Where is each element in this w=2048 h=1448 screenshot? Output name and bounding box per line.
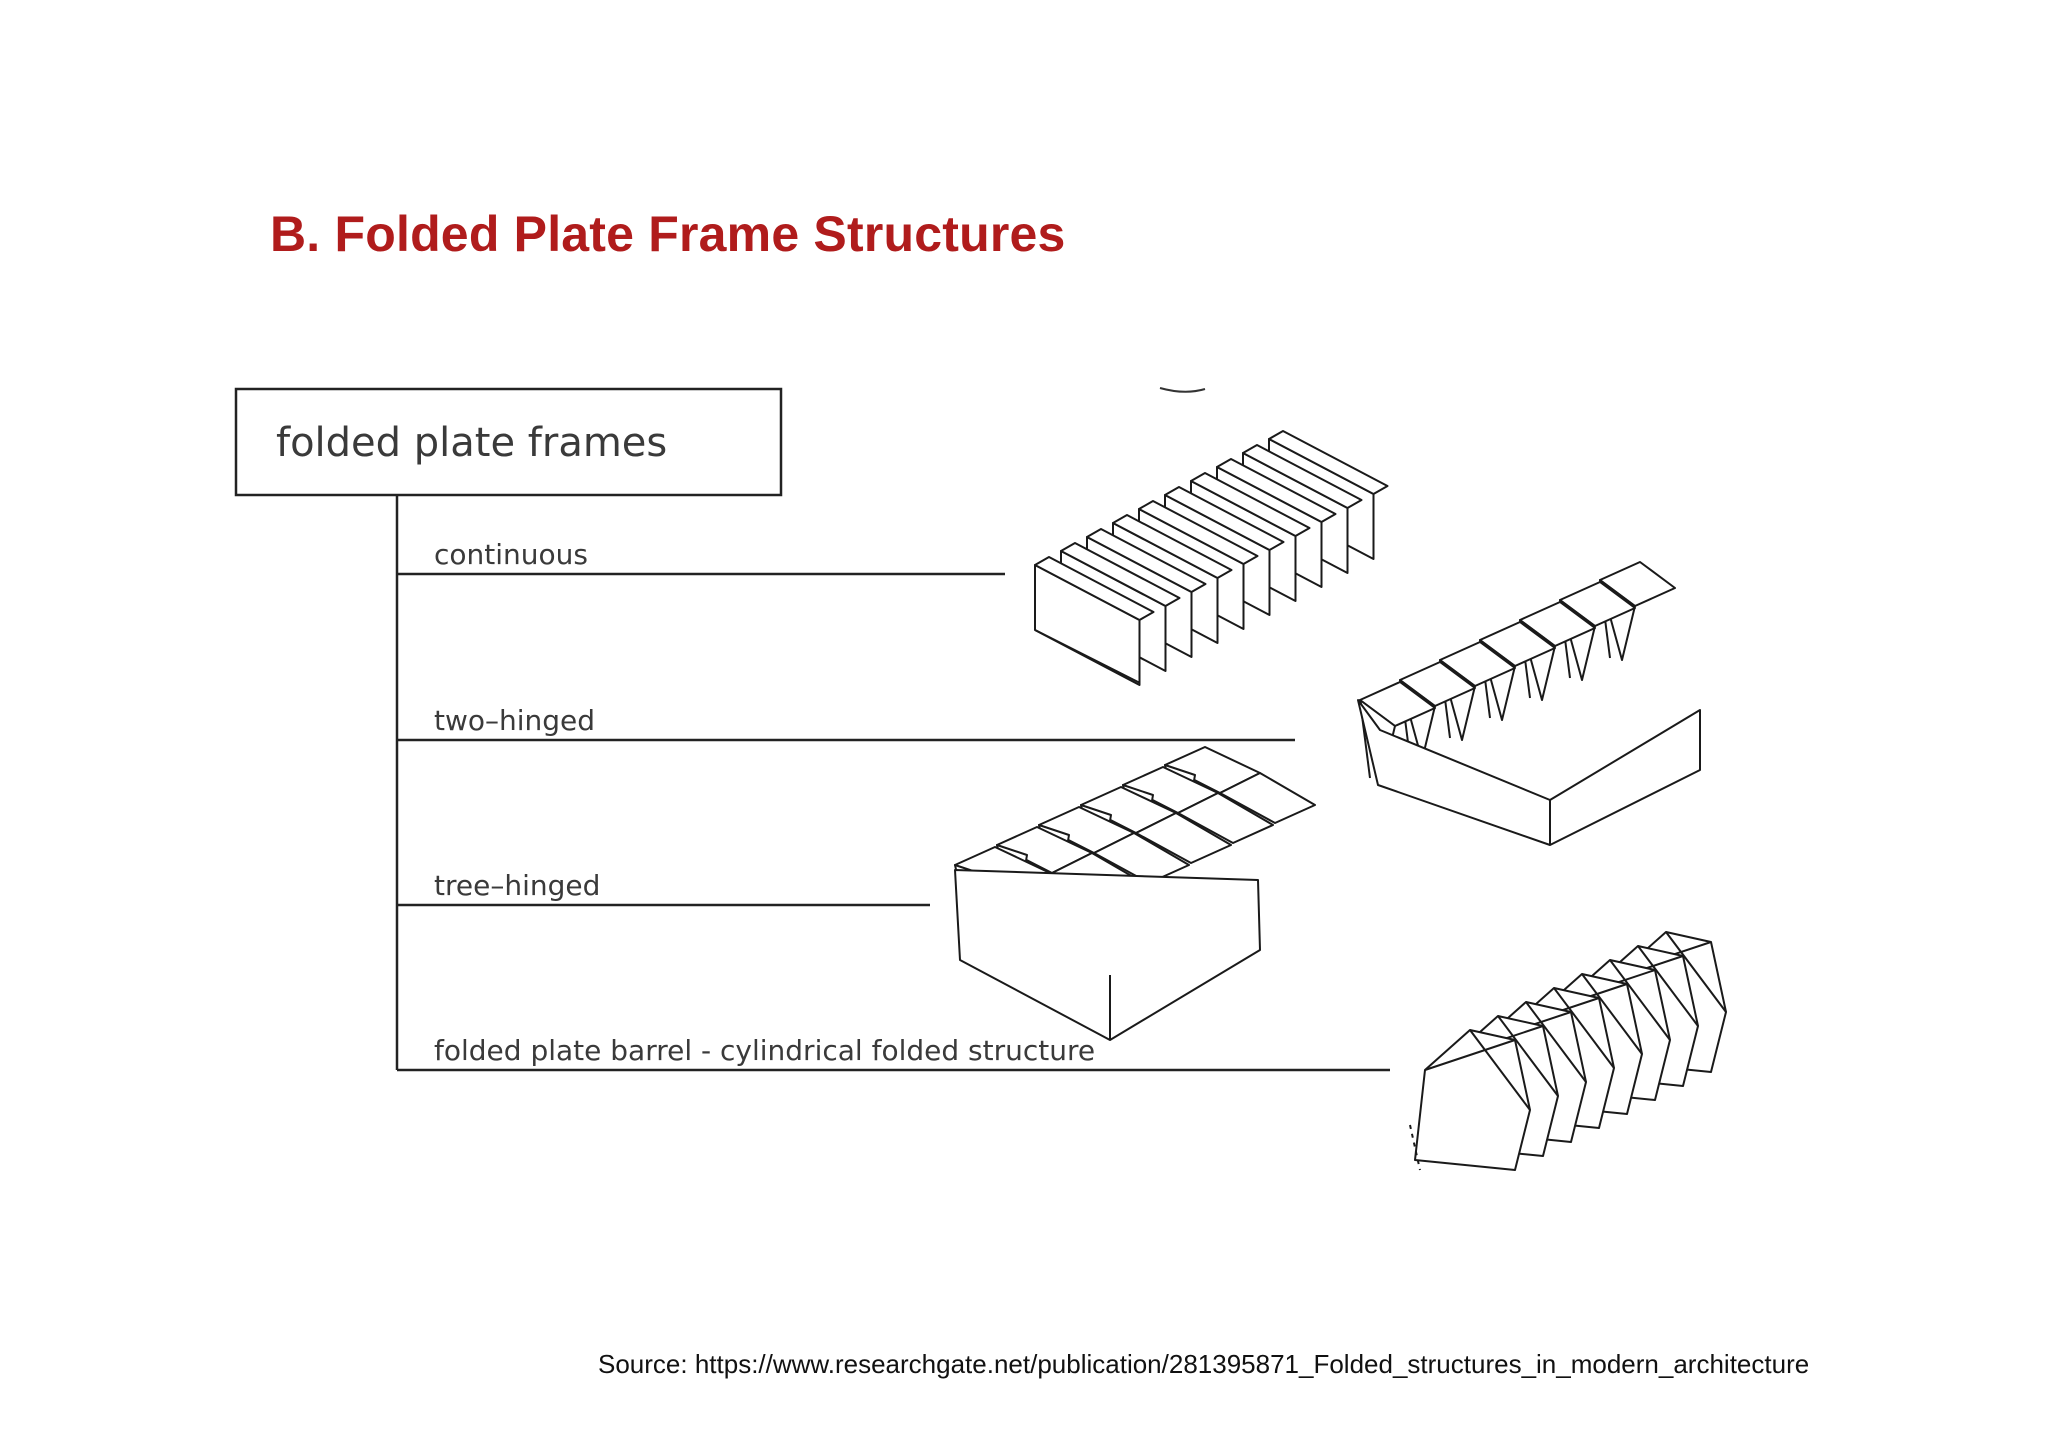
root-box: [234, 387, 783, 497]
base-edge: [1034, 629, 1141, 684]
source-citation: Source: https://www.researchgate.net/pub…: [598, 1349, 1810, 1379]
fin-top: [1164, 486, 1285, 551]
barrel-fold: [1525, 1001, 1587, 1083]
branch-label-barrel: folded plate barrel - cylindrical folded…: [434, 1034, 1096, 1067]
barrel-fold: [1469, 1029, 1531, 1111]
roof-plate-right: [1093, 832, 1190, 884]
branch-label-two-hinged: two–hinged: [434, 704, 596, 737]
two-hinged-frame-illustration: [1357, 561, 1701, 846]
barrel-rib: [1414, 1029, 1531, 1171]
fin-top: [1190, 472, 1311, 537]
barrel-folded-structure-illustration: [1409, 931, 1727, 1171]
roof-plate-right: [1135, 812, 1232, 864]
slide-title: B. Folded Plate Frame Structures: [270, 206, 1066, 262]
barrel-fold: [1553, 987, 1615, 1069]
branch-label-three-hinged: tree–hinged: [434, 869, 601, 902]
fin-top: [1086, 528, 1207, 593]
frame-base: [1357, 699, 1701, 846]
barrel-fold: [1665, 931, 1727, 1013]
three-hinged-frame-illustration: [954, 746, 1316, 1041]
stray-mark: [1159, 387, 1206, 393]
continuous-frame-illustration: [1034, 430, 1389, 686]
roof-plate-right: [1219, 772, 1316, 824]
fin-top: [1242, 444, 1363, 509]
fin-top: [1112, 514, 1233, 579]
fin-top: [1268, 430, 1389, 495]
fin-top: [1216, 458, 1337, 523]
roof-plate-right: [1177, 792, 1274, 844]
barrel-fold: [1637, 945, 1699, 1027]
fin-top: [1034, 556, 1155, 621]
fin-top: [1060, 542, 1181, 607]
barrel-fold: [1497, 1015, 1559, 1097]
barrel-dotted-edge: [1409, 1124, 1421, 1171]
root-node-label: folded plate frames: [276, 420, 668, 466]
fin-top: [1138, 500, 1259, 565]
barrel-fold: [1609, 959, 1671, 1041]
barrel-fold: [1424, 1039, 1516, 1071]
branch-label-continuous: continuous: [434, 538, 588, 571]
frame-outline: [954, 869, 1261, 1041]
barrel-fold: [1581, 973, 1643, 1055]
